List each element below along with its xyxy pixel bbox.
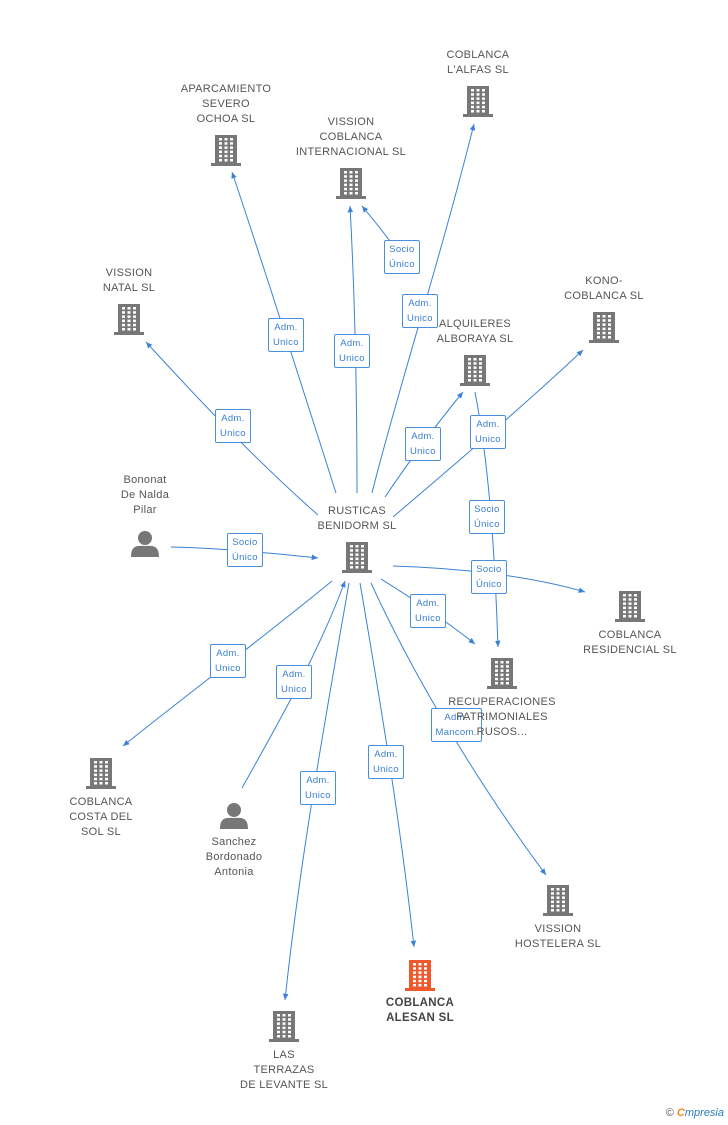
edge-label[interactable]: Socio Único (471, 560, 507, 594)
edge-label[interactable]: Socio Único (384, 240, 420, 274)
brand-logo-letter: C (676, 1107, 685, 1119)
edge-label[interactable]: Adm. Unico (368, 745, 404, 779)
edge-label[interactable]: Socio Único (469, 500, 505, 534)
person-icon[interactable] (131, 531, 159, 557)
node-label-costa[interactable]: COBLANCA COSTA DEL SOL SL (69, 796, 133, 838)
edge-label[interactable]: Adm. Unico (210, 644, 246, 678)
edge-label[interactable]: Adm. Unico (410, 594, 446, 628)
edge-label[interactable]: Socio Único (227, 533, 263, 567)
building-icon[interactable] (86, 758, 116, 789)
building-icon[interactable] (114, 304, 144, 335)
node-label-resid[interactable]: COBLANCA RESIDENCIAL SL (583, 629, 677, 656)
edge-label[interactable]: Adm. Unico (402, 294, 438, 328)
node-label-vcint[interactable]: VISSION COBLANCA INTERNACIONAL SL (295, 116, 407, 158)
building-icon[interactable] (487, 658, 517, 689)
node-label-aparc[interactable]: APARCAMIENTO SEVERO OCHOA SL (180, 83, 272, 125)
person-icon[interactable] (220, 803, 248, 829)
edge-label[interactable]: Adm. Unico (300, 771, 336, 805)
node-label-sanchez[interactable]: Sanchez Bordonado Antonia (205, 836, 263, 878)
edge-label[interactable]: Adm. Unico (215, 409, 251, 443)
building-icon[interactable] (342, 542, 372, 573)
building-icon[interactable] (460, 355, 490, 386)
node-label-focus[interactable]: COBLANCA ALESAN SL (385, 997, 455, 1024)
building-icon[interactable] (463, 86, 493, 117)
building-icon[interactable] (543, 885, 573, 916)
building-icon[interactable] (615, 591, 645, 622)
footer-brand: © Cmpresia (666, 1107, 724, 1119)
building-icon[interactable] (211, 135, 241, 166)
edge-label[interactable]: Adm. Unico (470, 415, 506, 449)
copyright-symbol: © (665, 1107, 674, 1119)
edge-label[interactable]: Adm. Mancom. (430, 708, 482, 742)
nodes-layer (86, 86, 645, 1042)
node-label-alq[interactable]: ALQUILERES ALBORAYA SL (436, 318, 514, 345)
edge-label[interactable]: Adm. Unico (334, 334, 370, 368)
edge-label[interactable]: Adm. Unico (276, 665, 312, 699)
node-label-alfas[interactable]: COBLANCA L'ALFAS SL (446, 49, 510, 76)
building-icon[interactable] (589, 312, 619, 343)
node-label-bononat[interactable]: Bononat De Nalda Pilar (120, 474, 170, 516)
node-label-host[interactable]: VISSION HOSTELERA SL (514, 923, 602, 950)
building-icon[interactable] (405, 960, 435, 991)
node-label-terr[interactable]: LAS TERRAZAS DE LEVANTE SL (239, 1049, 329, 1091)
building-icon[interactable] (269, 1011, 299, 1042)
building-icon[interactable] (336, 168, 366, 199)
node-label-kono[interactable]: KONO- COBLANCA SL (564, 275, 644, 302)
node-label-natal[interactable]: VISSION NATAL SL (102, 267, 156, 294)
brand-logo-text: mpresia (684, 1107, 724, 1119)
node-label-recup[interactable]: RECUPERACIONES PATRIMONIALES RUSOS... (448, 696, 556, 738)
node-label-center[interactable]: RUSTICAS BENIDORM SL (317, 505, 397, 532)
edge-label[interactable]: Adm. Unico (268, 318, 304, 352)
edge-label[interactable]: Adm. Unico (405, 427, 441, 461)
